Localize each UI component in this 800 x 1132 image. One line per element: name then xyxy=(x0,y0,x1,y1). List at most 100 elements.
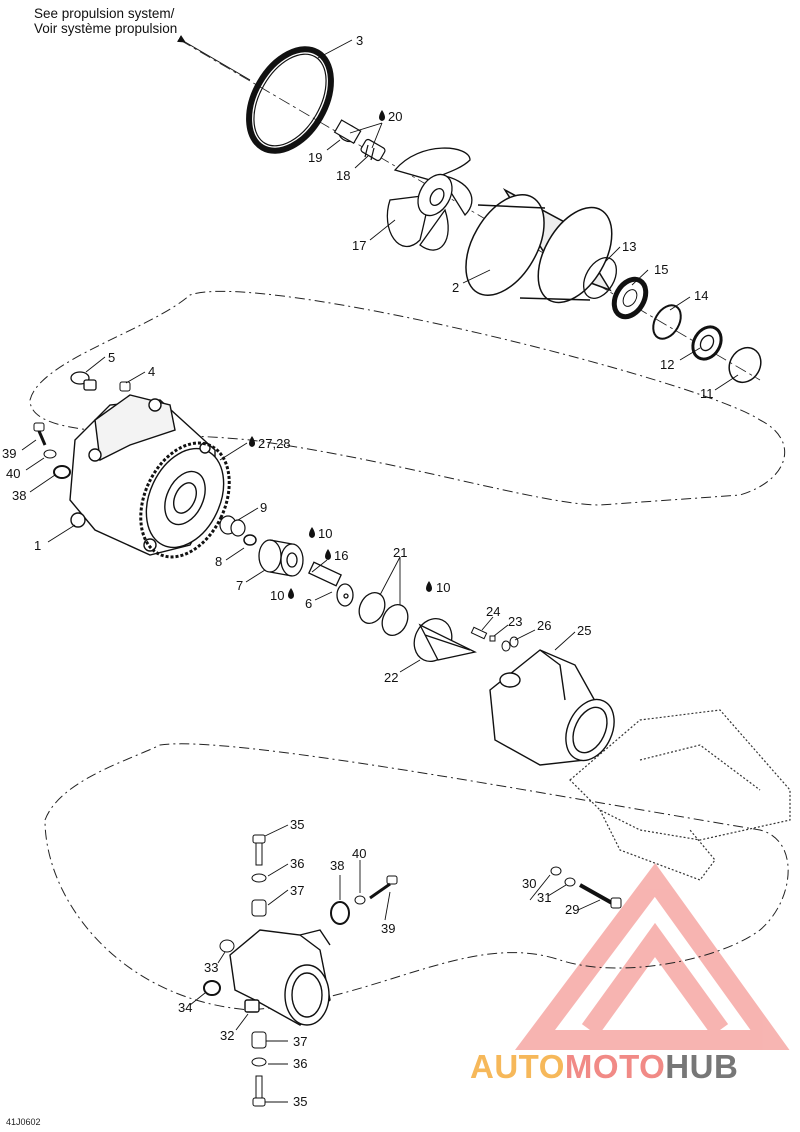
part-39-screw-right xyxy=(369,875,398,900)
part-4-insert xyxy=(119,381,131,392)
part-14-ring xyxy=(652,304,682,340)
part-19-bushing xyxy=(333,119,362,145)
part-35-screw-bottom xyxy=(252,1075,266,1107)
callout-16: 16 xyxy=(334,548,348,563)
part-35-screw-top xyxy=(252,834,266,866)
part-33-bushing xyxy=(219,939,235,953)
part-27-28-gasket xyxy=(139,441,231,559)
callout-7: 7 xyxy=(236,578,243,593)
callout-23: 23 xyxy=(508,614,522,629)
callout-24: 24 xyxy=(486,604,500,619)
lower-group-outline xyxy=(44,743,789,1011)
callout-17: 17 xyxy=(352,238,366,253)
part-40-washer-left xyxy=(43,449,57,459)
part-38-mount-left xyxy=(53,465,71,479)
callout-2: 2 xyxy=(452,280,459,295)
reference-arrow xyxy=(176,35,251,81)
reference-note: See propulsion system/ Voir système prop… xyxy=(34,6,177,36)
part-39-screw-left xyxy=(33,422,47,446)
callout-3: 3 xyxy=(356,33,363,48)
callout-34: 34 xyxy=(178,1000,192,1015)
callout-14: 14 xyxy=(694,288,708,303)
part-12-bearing xyxy=(691,325,723,361)
part-7-bearing xyxy=(258,539,304,577)
part-38-mount-right xyxy=(330,901,350,925)
part-8-o-ring xyxy=(243,534,257,546)
callout-9: 9 xyxy=(260,500,267,515)
callout-10-b: 10 xyxy=(270,588,284,603)
callout-32: 32 xyxy=(220,1028,234,1043)
callout-13: 13 xyxy=(622,239,636,254)
callout-11: 11 xyxy=(700,386,714,401)
callout-40-right: 40 xyxy=(352,846,366,861)
callout-19: 19 xyxy=(308,150,322,165)
part-25-venturi xyxy=(489,649,615,766)
callout-31: 31 xyxy=(537,890,551,905)
callout-38-left: 38 xyxy=(12,488,26,503)
reference-note-line1: See propulsion system/ xyxy=(34,6,175,21)
part-9-bushing xyxy=(219,515,246,537)
callout-27-28: 27,28 xyxy=(258,436,291,451)
part-34-nut xyxy=(203,980,221,996)
watermark-part2: MOTO xyxy=(564,1048,666,1085)
drawing-code: 41J0602 xyxy=(6,1117,41,1127)
part-29-screw xyxy=(579,883,622,909)
callout-37-top: 37 xyxy=(290,883,304,898)
callout-5: 5 xyxy=(108,350,115,365)
callout-22: 22 xyxy=(384,670,398,685)
part-24-screw xyxy=(470,626,488,640)
reference-note-line2: Voir système propulsion xyxy=(34,21,178,36)
part-32-steering-nozzle xyxy=(229,929,331,1026)
callout-36-top: 36 xyxy=(290,856,304,871)
part-21-o-ring-a xyxy=(358,591,386,625)
watermark-logo xyxy=(515,863,790,1050)
callout-21: 21 xyxy=(393,545,407,560)
callout-37-bottom: 37 xyxy=(293,1034,307,1049)
callout-15: 15 xyxy=(654,262,668,277)
watermark-part3: HUB xyxy=(665,1048,739,1085)
part-31-washer xyxy=(564,877,576,887)
callout-labels: 3 20 19 18 17 2 13 15 14 12 11 5 4 27,28… xyxy=(2,33,714,1109)
callout-40-left: 40 xyxy=(6,466,20,481)
callout-12: 12 xyxy=(660,357,674,372)
callout-39-left: 39 xyxy=(2,446,16,461)
part-5-drain-plug xyxy=(70,371,97,391)
part-13-retaining-ring xyxy=(582,257,618,299)
callout-25: 25 xyxy=(577,623,591,638)
callout-20: 20 xyxy=(388,109,402,124)
part-18-spacer xyxy=(360,138,386,162)
part-37-bushing-top xyxy=(251,899,267,917)
callout-1: 1 xyxy=(34,538,41,553)
watermark-text: AUTOMOTOHUB xyxy=(470,1048,738,1086)
part-17-impeller xyxy=(386,147,473,251)
callout-36-bottom: 36 xyxy=(293,1056,307,1071)
callout-26: 26 xyxy=(537,618,551,633)
lubricant-drop-icons xyxy=(249,110,432,599)
upper-group-outline xyxy=(29,290,786,506)
callout-29: 29 xyxy=(565,902,579,917)
assembly-axis xyxy=(179,39,761,381)
part-3-wear-ring xyxy=(246,46,334,154)
callout-10-c: 10 xyxy=(436,580,450,595)
part-1-pump-housing xyxy=(69,394,225,556)
watermark-part1: AUTO xyxy=(470,1048,565,1085)
part-11-o-ring xyxy=(728,346,762,384)
callout-10-a: 10 xyxy=(318,526,332,541)
reference-bracket-outline xyxy=(569,709,791,881)
part-22-cover-cone xyxy=(413,618,477,662)
part-23-nut xyxy=(489,635,496,642)
callout-4: 4 xyxy=(148,364,155,379)
part-21-o-ring-b xyxy=(381,603,409,637)
callout-8: 8 xyxy=(215,554,222,569)
callout-33: 33 xyxy=(204,960,218,975)
part-30-washer xyxy=(550,866,562,876)
part-36-washer-top xyxy=(251,873,267,883)
callout-38-right: 38 xyxy=(330,858,344,873)
callout-30: 30 xyxy=(522,876,536,891)
part-26-o-rings xyxy=(501,636,519,652)
part-36-washer-bottom xyxy=(251,1057,267,1067)
part-37-bushing-bottom xyxy=(251,1031,267,1049)
part-40-washer-right xyxy=(354,895,366,905)
callout-39-right: 39 xyxy=(381,921,395,936)
